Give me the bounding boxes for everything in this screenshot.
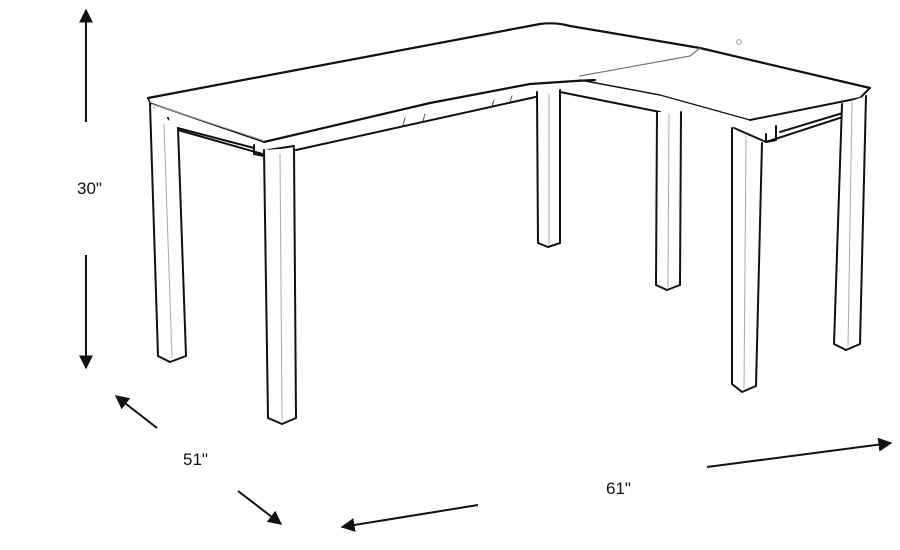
- leg-return-front: [731, 127, 763, 393]
- arrow-up-left-icon: [114, 395, 158, 429]
- depth-dimension-arrows: [114, 395, 283, 525]
- circle-mark-icon: [736, 39, 742, 45]
- leg-front-middle: [263, 147, 297, 425]
- arrow-right-icon: [706, 437, 893, 468]
- depth-dimension-label: 51": [183, 450, 208, 469]
- leg-return-back: [833, 95, 867, 351]
- leg-front-left: [149, 103, 187, 363]
- return-desktop: [579, 46, 872, 121]
- main-frame: [153, 91, 661, 157]
- main-desktop: [146, 22, 702, 144]
- arrow-left-icon: [340, 504, 479, 532]
- width-dimension-arrows: [340, 437, 893, 532]
- leg-inner-corner: [655, 111, 682, 291]
- leg-back-middle: [536, 89, 561, 248]
- arrow-down-right-icon: [237, 490, 283, 525]
- desk: [146, 22, 872, 425]
- width-dimension-label: 61": [606, 479, 631, 498]
- return-frame: [733, 99, 857, 143]
- height-dimension-label: 30": [77, 179, 102, 198]
